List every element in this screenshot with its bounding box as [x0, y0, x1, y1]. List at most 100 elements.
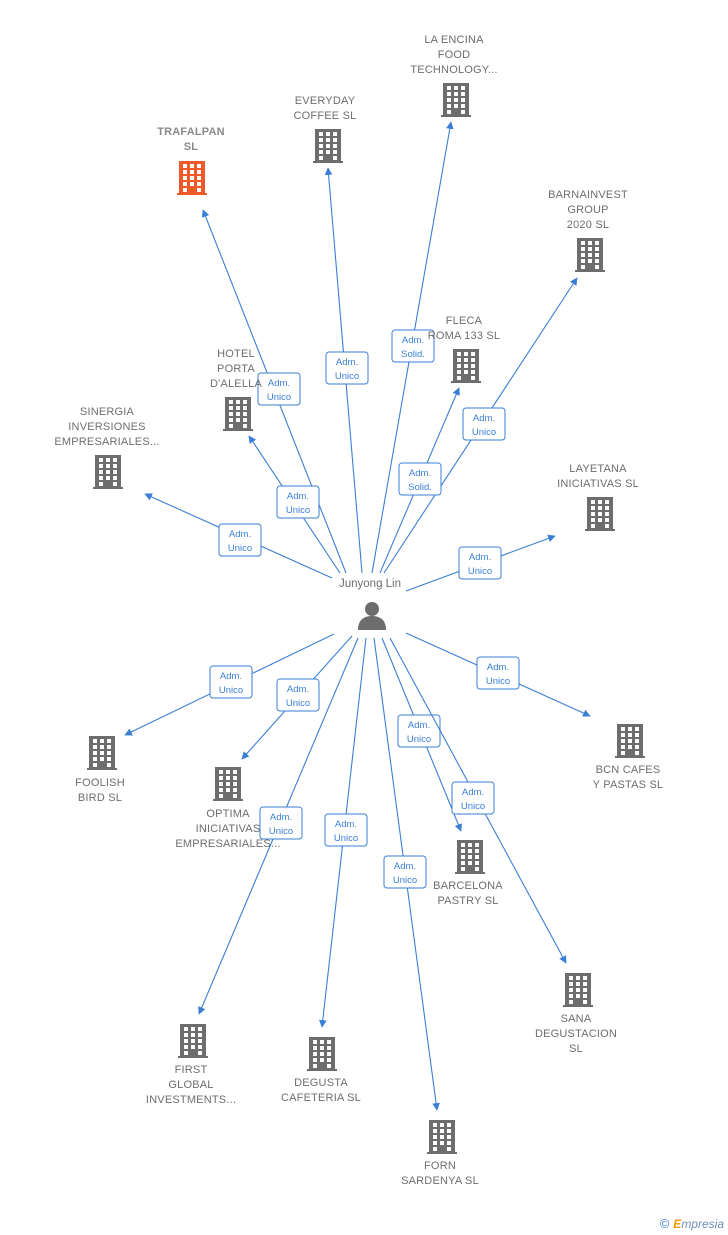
company-name-foolish-bird: FOOLISH: [75, 777, 125, 789]
role-badge-forn-sardenya-line: Adm.: [394, 861, 416, 872]
role-badge-barnainvest[interactable]: Adm. Unico: [462, 407, 506, 441]
company-name-sana: SL: [569, 1043, 583, 1055]
role-badge-barnainvest-line: Adm.: [473, 413, 495, 424]
company-name-degusta: DEGUSTA: [294, 1077, 348, 1089]
company-name-first-global: FIRST: [175, 1064, 208, 1076]
company-node-sinergia[interactable]: SINERGIA INVERSIONES EMPRESARIALES...: [54, 406, 159, 489]
role-badge-degusta-line: Unico: [334, 833, 358, 844]
brand-logo[interactable]: Empresia: [673, 1216, 724, 1231]
role-badge-barnainvest-line: Unico: [472, 427, 496, 438]
role-badge-forn-sardenya-line: Unico: [393, 875, 417, 886]
company-name-everyday-coffee: COFFEE SL: [294, 110, 357, 122]
company-name-first-global: GLOBAL: [168, 1079, 213, 1091]
building-icon: [177, 161, 207, 195]
company-name-barnainvest: 2020 SL: [567, 219, 609, 231]
role-badge-forn-sardenya[interactable]: Adm. Unico: [383, 855, 427, 889]
company-name-hotel-porta: PORTA: [217, 363, 255, 375]
company-name-fleca-roma: FLECA: [446, 315, 483, 327]
role-badge-trafalpan-line: Adm.: [268, 378, 290, 389]
role-badge-layetana-line: Adm.: [469, 552, 491, 563]
role-badge-fleca-roma-line: Solid.: [408, 482, 432, 493]
role-badge-la-encina-line: Solid.: [401, 349, 425, 360]
company-name-hotel-porta: HOTEL: [217, 348, 255, 360]
company-name-sana: DEGUSTACION: [535, 1028, 617, 1040]
company-name-first-global: INVESTMENTS...: [146, 1094, 236, 1106]
company-name-sana: SANA: [561, 1013, 592, 1025]
role-badge-fleca-roma-line: Adm.: [409, 468, 431, 479]
role-badge-optima[interactable]: Adm.Unico: [276, 678, 320, 712]
company-name-bcn-cafes: BCN CAFES: [596, 764, 661, 776]
company-node-degusta[interactable]: DEGUSTA CAFETERIA SL: [281, 1037, 361, 1104]
building-icon: [213, 767, 243, 801]
company-name-la-encina: FOOD: [438, 49, 471, 61]
building-icon: [615, 724, 645, 758]
role-badge-trafalpan-line: Unico: [267, 392, 291, 403]
role-badge-foolish-bird-line: Unico: [219, 685, 243, 696]
role-badge-bcn-cafes-line: Unico: [486, 676, 510, 687]
company-name-everyday-coffee: EVERYDAY: [295, 95, 356, 107]
role-badge-sana[interactable]: Adm.Unico: [451, 781, 495, 815]
role-badge-optima-line: Adm.: [287, 684, 309, 695]
role-badge-trafalpan[interactable]: Adm. Unico: [257, 372, 301, 406]
role-badge-la-encina-line: Adm.: [402, 335, 424, 346]
center-person[interactable]: Junyong Lin: [339, 578, 401, 630]
building-icon: [87, 736, 117, 770]
company-name-barcelona-pastry: PASTRY SL: [437, 895, 498, 907]
building-icon: [451, 349, 481, 383]
company-node-trafalpan[interactable]: TRAFALPAN SL: [157, 126, 225, 195]
company-name-sinergia: EMPRESARIALES...: [54, 436, 159, 448]
footer-credit: © Empresia: [660, 1216, 724, 1231]
role-badge-hotel-porta-line: Unico: [286, 505, 310, 516]
company-node-foolish-bird[interactable]: FOOLISH BIRD SL: [75, 736, 125, 804]
company-node-layetana[interactable]: LAYETANA INICIATIVAS SL: [557, 463, 639, 531]
company-name-layetana: LAYETANA: [569, 463, 627, 475]
company-name-trafalpan: TRAFALPAN: [157, 126, 225, 138]
role-badge-hotel-porta[interactable]: Adm. Unico: [276, 485, 320, 519]
company-name-sinergia: SINERGIA: [80, 406, 135, 418]
role-badge-foolish-bird[interactable]: Adm.Unico: [209, 665, 253, 699]
company-name-degusta: CAFETERIA SL: [281, 1092, 361, 1104]
role-badge-first-global-line: Adm.: [270, 812, 292, 823]
company-name-la-encina: TECHNOLOGY...: [410, 64, 497, 76]
role-badge-fleca-roma[interactable]: Adm. Solid.: [398, 462, 442, 496]
center-person-name: Junyong Lin: [339, 578, 401, 590]
company-node-sana[interactable]: SANA DEGUSTACION SL: [535, 973, 617, 1055]
role-badge-degusta-line: Adm.: [335, 819, 357, 830]
role-badge-layetana[interactable]: Adm.Unico: [458, 546, 502, 580]
role-badge-bcn-cafes-line: Adm.: [487, 662, 509, 673]
company-name-optima: OPTIMA: [206, 808, 250, 820]
building-icon: [93, 455, 123, 489]
building-icon: [307, 1037, 337, 1071]
company-node-optima[interactable]: OPTIMAINICIATIVASEMPRESARIALES...: [175, 767, 280, 850]
role-badge-barcelona-pastry-line: Adm.: [408, 720, 430, 731]
building-icon: [563, 973, 593, 1007]
role-badge-hotel-porta-line: Adm.: [287, 491, 309, 502]
company-node-first-global[interactable]: FIRST GLOBAL INVESTMENTS...: [146, 1024, 236, 1106]
role-badge-sinergia-line: Unico: [228, 543, 252, 554]
role-badge-sinergia[interactable]: Adm.Unico: [218, 523, 262, 557]
company-node-la-encina[interactable]: LA ENCINAFOODTECHNOLOGY...: [410, 34, 497, 117]
building-icon: [223, 397, 253, 431]
role-badge-first-global-line: Unico: [269, 826, 293, 837]
company-name-barnainvest: BARNAINVEST: [548, 189, 628, 201]
role-badge-first-global[interactable]: Adm. Unico: [259, 806, 303, 840]
role-badge-degusta[interactable]: Adm. Unico: [324, 813, 368, 847]
building-icon: [441, 83, 471, 117]
role-badge-bcn-cafes[interactable]: Adm. Unico: [476, 656, 520, 690]
company-name-trafalpan: SL: [184, 141, 199, 153]
company-node-everyday-coffee[interactable]: EVERYDAY COFFEE SL: [294, 95, 357, 163]
company-name-foolish-bird: BIRD SL: [78, 792, 122, 804]
role-badge-everyday-coffee[interactable]: Adm.Unico: [325, 351, 369, 385]
edges-layer: Adm.UnicoAdm.UnicoAdm.Solid.Adm.UnicoAdm…: [124, 121, 591, 1111]
company-name-sinergia: INVERSIONES: [68, 421, 145, 433]
role-badge-la-encina[interactable]: Adm. Solid.: [391, 329, 435, 363]
company-name-layetana: INICIATIVAS SL: [557, 478, 639, 490]
